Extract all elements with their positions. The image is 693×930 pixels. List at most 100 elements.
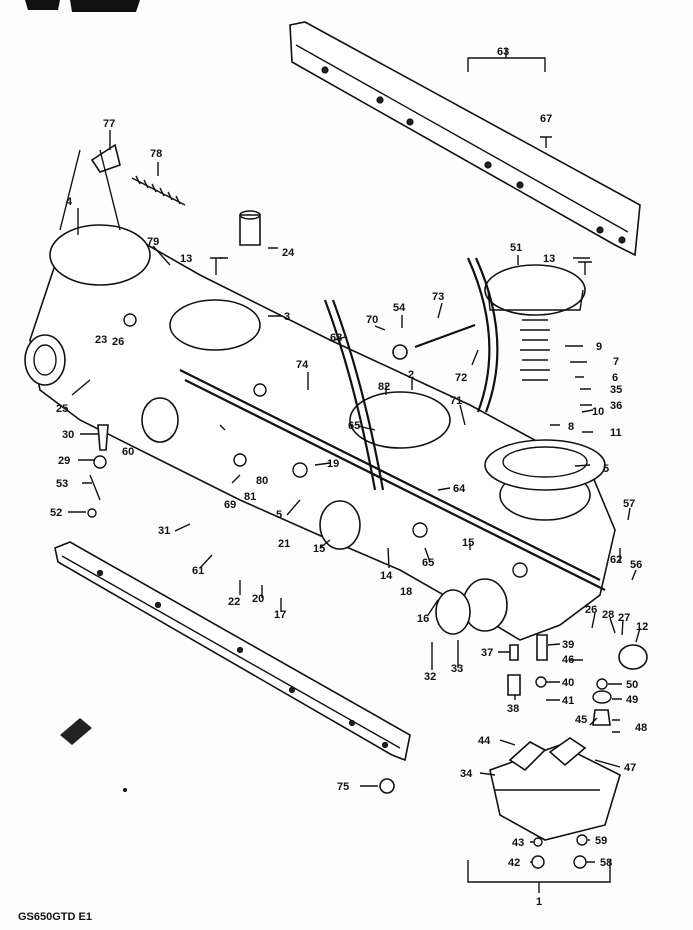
callout-68: 68 [330, 332, 342, 344]
callout-63: 63 [497, 46, 509, 58]
callout-26b: 26 [585, 604, 597, 616]
callout-56: 56 [630, 559, 642, 571]
callout-21: 21 [278, 538, 290, 550]
callout-48: 48 [635, 722, 647, 734]
callout-65b: 65 [422, 557, 434, 569]
pin-30 [97, 424, 109, 451]
callout-35: 35 [610, 384, 622, 396]
callout-5b: 5 [276, 509, 282, 521]
callout-15a: 15 [313, 543, 325, 555]
callout-71: 71 [450, 395, 462, 407]
callout-27: 27 [618, 612, 630, 624]
screw-13b [578, 261, 592, 275]
callout-47: 47 [624, 762, 636, 774]
top-mounting-plate [289, 21, 641, 257]
callout-13a: 13 [180, 253, 192, 265]
callout-45: 45 [575, 714, 587, 726]
filter-screen-33 [435, 589, 471, 635]
callout-labels: 63 67 77 78 4 79 13 24 51 13 3 23 26 70 … [50, 46, 648, 908]
callout-11: 11 [610, 427, 622, 439]
callout-51: 51 [510, 242, 522, 254]
callout-39: 39 [562, 639, 574, 651]
callout-38: 38 [507, 703, 519, 715]
callout-36: 36 [610, 400, 622, 412]
callout-72: 72 [455, 372, 467, 384]
callout-16: 16 [417, 613, 429, 625]
callout-74: 74 [296, 359, 309, 371]
callout-57: 57 [623, 498, 635, 510]
callout-31: 31 [158, 525, 170, 537]
callout-61: 61 [192, 565, 204, 577]
spring-53 [89, 474, 101, 501]
callout-17: 17 [274, 609, 286, 621]
callout-81: 81 [244, 491, 256, 503]
footer-model-code: GS650GTD E1 [18, 911, 92, 923]
callout-12: 12 [636, 621, 648, 633]
callout-62: 62 [610, 554, 622, 566]
callout-23: 23 [95, 334, 107, 346]
callout-18: 18 [400, 586, 412, 598]
callout-59: 59 [595, 835, 607, 847]
bracket-77 [90, 143, 121, 173]
screw-43 [533, 837, 543, 847]
callout-2: 2 [408, 369, 414, 381]
callout-78: 78 [150, 148, 162, 160]
front-arrow-icon [60, 718, 92, 745]
bottom-mounting-plate [54, 541, 411, 762]
screw-42 [531, 855, 545, 869]
float-bowl [489, 737, 621, 841]
callout-32: 32 [424, 671, 436, 683]
callout-34: 34 [460, 768, 473, 780]
callout-25: 25 [56, 403, 68, 415]
pin-37 [509, 644, 519, 661]
callout-58: 58 [600, 857, 612, 869]
callout-40: 40 [562, 677, 574, 689]
callout-69: 69 [224, 499, 236, 511]
callout-42: 42 [508, 857, 520, 869]
callout-75: 75 [337, 781, 349, 793]
callout-49: 49 [626, 694, 638, 706]
carburetor-bank [24, 224, 616, 641]
callout-26a: 26 [112, 336, 124, 348]
washer-59 [576, 834, 588, 846]
oring-50 [596, 678, 608, 690]
header-mark [25, 0, 140, 12]
callout-29: 29 [58, 455, 70, 467]
sleeve-24 [239, 214, 261, 246]
callout-3: 3 [284, 311, 290, 323]
callout-7: 7 [613, 356, 619, 368]
spring-78 [131, 175, 186, 206]
diaphragm [484, 439, 606, 491]
callout-9: 9 [596, 341, 602, 353]
callout-65a: 65 [348, 420, 360, 432]
callout-54: 54 [393, 302, 406, 314]
callout-19: 19 [327, 458, 339, 470]
callout-73: 73 [432, 291, 444, 303]
callout-43: 43 [512, 837, 524, 849]
cap-12 [618, 644, 648, 670]
callout-60: 60 [122, 446, 134, 458]
callout-22: 22 [228, 596, 240, 608]
callout-44: 44 [478, 735, 491, 747]
screw-52 [87, 508, 97, 518]
callout-50: 50 [626, 679, 638, 691]
callout-70: 70 [366, 314, 378, 326]
callout-14: 14 [380, 570, 393, 582]
callout-15b: 15 [462, 537, 474, 549]
callout-46: 46 [562, 654, 574, 666]
washer-40 [535, 676, 547, 688]
callout-6: 6 [612, 372, 618, 384]
callout-41: 41 [562, 695, 574, 707]
hose-68b [331, 299, 385, 491]
callout-64: 64 [453, 483, 466, 495]
hose-72b [474, 257, 499, 413]
bolt-75 [379, 778, 395, 794]
callout-80: 80 [256, 475, 268, 487]
hose-72 [466, 257, 491, 413]
callout-52: 52 [50, 507, 62, 519]
callout-67: 67 [540, 113, 552, 125]
bolt-67 [540, 136, 552, 148]
jet-39 [536, 634, 548, 661]
